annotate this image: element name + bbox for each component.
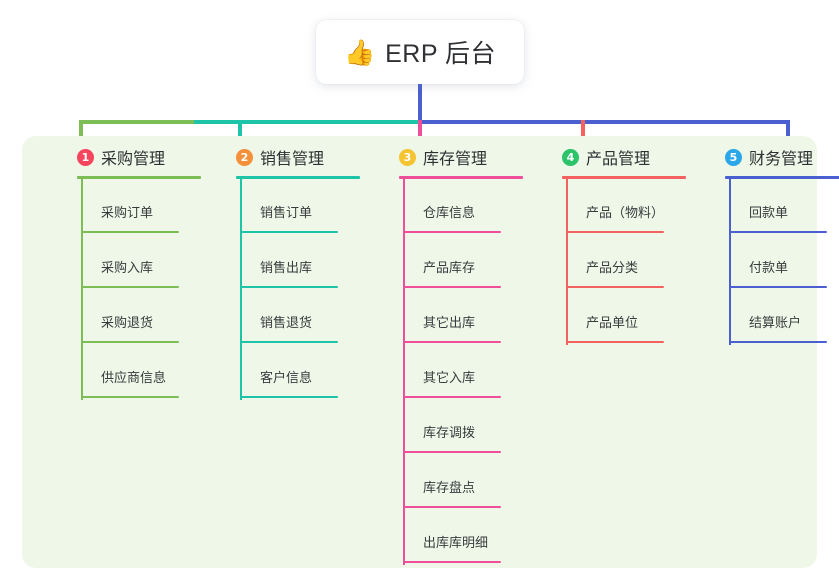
module-title: 采购管理 xyxy=(101,151,166,168)
module-child-label: 回款单 xyxy=(749,205,789,220)
module-child-rule xyxy=(729,286,827,288)
module-child-rule xyxy=(729,231,827,233)
module-title: 财务管理 xyxy=(749,151,814,168)
module-stem xyxy=(81,179,83,400)
module-child-item[interactable]: 销售退货 xyxy=(240,300,356,355)
module-child-label: 客户信息 xyxy=(260,370,313,385)
module-header-rule xyxy=(562,176,686,179)
module-child-rule xyxy=(403,231,501,233)
module-child-rule xyxy=(81,341,179,343)
module-child-rule xyxy=(81,286,179,288)
module-header[interactable]: 5 财务管理 xyxy=(707,136,839,178)
module-header-rule xyxy=(725,176,839,179)
module-child-item[interactable]: 库存盘点 xyxy=(403,465,519,520)
module-child-item[interactable]: 销售订单 xyxy=(240,190,356,245)
module-child-label: 采购订单 xyxy=(101,205,154,220)
thumbs-up-icon: 👍 xyxy=(343,37,376,67)
module-header[interactable]: 1 采购管理 xyxy=(59,136,219,178)
module-child-item[interactable]: 采购订单 xyxy=(81,190,197,245)
module-child-label: 付款单 xyxy=(749,260,789,275)
module-header[interactable]: 2 销售管理 xyxy=(218,136,378,178)
module-child-label: 产品库存 xyxy=(423,260,476,275)
module-child-item[interactable]: 付款单 xyxy=(729,245,839,300)
module-header[interactable]: 3 库存管理 xyxy=(381,136,541,178)
module-child-rule xyxy=(403,451,501,453)
module-child-label: 其它入库 xyxy=(423,370,476,385)
module-child-rule xyxy=(403,506,501,508)
module-child-label: 产品（物料） xyxy=(586,205,665,220)
module-child-rule xyxy=(403,561,501,563)
module-header-rule xyxy=(77,176,201,179)
module-index-badge: 3 xyxy=(399,148,416,166)
module-child-label: 库存盘点 xyxy=(423,480,476,495)
module-child-label: 库存调拨 xyxy=(423,425,476,440)
module-header-rule xyxy=(399,176,523,179)
module-stem xyxy=(403,179,405,565)
modules-panel xyxy=(22,136,817,568)
module-child-label: 销售出库 xyxy=(260,260,313,275)
module-child-item[interactable]: 出库库明细 xyxy=(403,520,519,575)
module-columns: 1 采购管理采购订单采购入库采购退货供应商信息 2 销售管理销售订单销售出库销售退货客… xyxy=(22,136,839,568)
module-stem xyxy=(566,179,568,345)
module-index-badge: 2 xyxy=(236,148,253,166)
module-child-item[interactable]: 采购退货 xyxy=(81,300,197,355)
module-child-item[interactable]: 采购入库 xyxy=(81,245,197,300)
module-index-badge: 5 xyxy=(725,148,742,166)
module-child-rule xyxy=(240,231,338,233)
module-child-item[interactable]: 结算账户 xyxy=(729,300,839,355)
module-child-item[interactable]: 客户信息 xyxy=(240,355,356,410)
module-child-item[interactable]: 回款单 xyxy=(729,190,839,245)
module-child-item[interactable]: 销售出库 xyxy=(240,245,356,300)
module-child-label: 产品分类 xyxy=(586,260,639,275)
module-title: 产品管理 xyxy=(586,151,651,168)
module-child-rule xyxy=(566,341,664,343)
module-title: 销售管理 xyxy=(260,151,325,168)
root-title: ERP 后台 xyxy=(385,40,497,68)
module-child-label: 出库库明细 xyxy=(423,535,489,550)
module-child-label: 其它出库 xyxy=(423,315,476,330)
module-index-badge: 4 xyxy=(562,148,579,166)
module-column: 5 财务管理回款单付款单结算账户 xyxy=(707,136,839,345)
module-child-item[interactable]: 产品分类 xyxy=(566,245,682,300)
module-child-label: 产品单位 xyxy=(586,315,639,330)
module-child-label: 采购退货 xyxy=(101,315,154,330)
module-child-rule xyxy=(729,341,827,343)
module-child-rule xyxy=(240,286,338,288)
module-child-item[interactable]: 供应商信息 xyxy=(81,355,197,410)
module-child-item[interactable]: 产品（物料） xyxy=(566,190,682,245)
module-column: 2 销售管理销售订单销售出库销售退货客户信息 xyxy=(218,136,378,400)
module-child-rule xyxy=(81,231,179,233)
module-child-rule xyxy=(403,396,501,398)
module-column: 1 采购管理采购订单采购入库采购退货供应商信息 xyxy=(59,136,219,400)
module-child-rule xyxy=(403,286,501,288)
module-child-rule xyxy=(240,341,338,343)
module-child-rule xyxy=(403,341,501,343)
module-index-badge: 1 xyxy=(77,148,94,166)
root-node[interactable]: 👍 ERP 后台 xyxy=(316,20,524,84)
module-child-item[interactable]: 其它入库 xyxy=(403,355,519,410)
module-child-item[interactable]: 产品单位 xyxy=(566,300,682,355)
module-header[interactable]: 4 产品管理 xyxy=(544,136,704,178)
module-child-label: 仓库信息 xyxy=(423,205,476,220)
module-child-rule xyxy=(566,286,664,288)
module-child-label: 销售订单 xyxy=(260,205,313,220)
module-child-rule xyxy=(566,231,664,233)
module-child-item[interactable]: 库存调拨 xyxy=(403,410,519,465)
module-column: 4 产品管理产品（物料） 产品分类产品单位 xyxy=(544,136,704,345)
module-stem xyxy=(729,179,731,345)
module-child-item[interactable]: 其它出库 xyxy=(403,300,519,355)
module-child-item[interactable]: 产品库存 xyxy=(403,245,519,300)
module-child-rule xyxy=(81,396,179,398)
module-header-rule xyxy=(236,176,360,179)
module-child-label: 销售退货 xyxy=(260,315,313,330)
module-title: 库存管理 xyxy=(423,151,488,168)
module-child-label: 供应商信息 xyxy=(101,370,167,385)
module-stem xyxy=(240,179,242,400)
module-child-label: 采购入库 xyxy=(101,260,154,275)
module-child-item[interactable]: 仓库信息 xyxy=(403,190,519,245)
module-child-rule xyxy=(240,396,338,398)
module-column: 3 库存管理仓库信息产品库存其它出库其它入库库存调拨库存盘点出库库明细 xyxy=(381,136,541,565)
module-child-label: 结算账户 xyxy=(749,315,802,330)
